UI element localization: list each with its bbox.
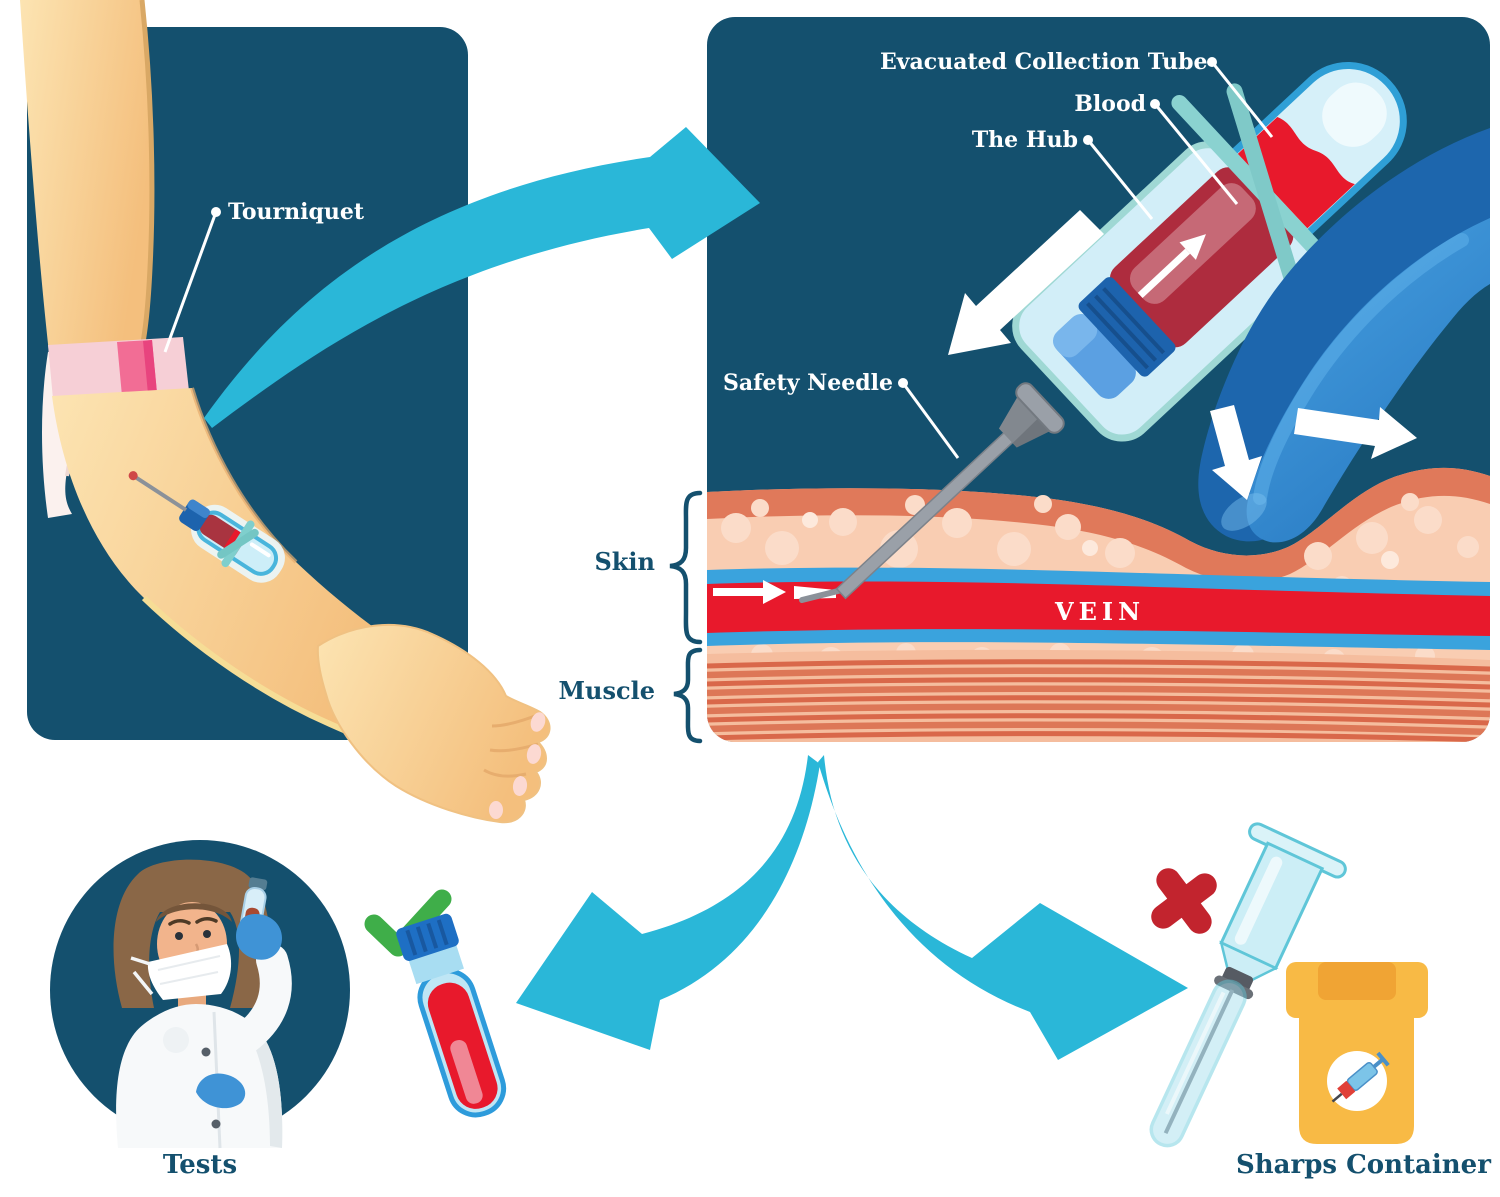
coat-shadow: [240, 1022, 283, 1148]
muscle-label: Muscle: [558, 676, 655, 705]
arm-crease: [138, 0, 155, 353]
tube-shine: [249, 542, 271, 558]
nurse-illustration: [113, 859, 292, 1149]
safety-needle-label: Safety Needle: [722, 370, 893, 396]
layer-braces: [669, 490, 703, 744]
tourniquet-band-stripe: [143, 340, 157, 394]
checkmark-icon: [364, 889, 452, 957]
flow-arrow-to-closeup-icon: [204, 127, 760, 428]
needle-collar: [1221, 966, 1254, 992]
stopper-dark: [1078, 277, 1176, 377]
blood-sample-tube: [396, 913, 507, 1118]
tests-group: [50, 840, 507, 1149]
skin-brace: [669, 490, 703, 645]
nurse-mask: [130, 944, 232, 1000]
arm-panel: [20, 0, 551, 824]
muscle-brace: [673, 647, 703, 744]
needle-collar-flange: [1214, 975, 1254, 1000]
nurse-eyes: [168, 917, 218, 940]
hand: [316, 624, 551, 824]
vein: [707, 567, 1490, 650]
vein-blood: [707, 581, 1490, 636]
hub-label: The Hub: [971, 127, 1078, 153]
insert-direction-arrow-icon: [948, 210, 1104, 355]
blood-label: Blood: [1074, 91, 1146, 117]
fat-cells-light: [802, 512, 1399, 569]
leader-lines: [163, 61, 1274, 459]
gloved-hand: [1198, 128, 1490, 543]
upper-arm: [20, 0, 152, 362]
used-needle: [1149, 822, 1347, 1148]
nurse-raised-arm: [230, 944, 292, 1054]
sample-cap: [396, 913, 459, 961]
sharps-group: [1149, 822, 1428, 1148]
glove-highlight: [1253, 233, 1469, 505]
leader-dots: [211, 57, 1217, 388]
nurse-bangs: [156, 903, 232, 922]
needle-cover: [1149, 979, 1247, 1148]
sharps-container-label: Sharps Container: [1236, 1150, 1491, 1180]
closeup-panel: VEIN: [707, 17, 1490, 742]
evacuated-tube-highlight: [1322, 82, 1387, 147]
holder-flange-2: [1226, 83, 1307, 310]
sample-highlight: [450, 1039, 483, 1104]
needle-entry-dot: [128, 471, 138, 481]
arm-needle-tube: [128, 471, 285, 583]
tests-label: Tests: [162, 1150, 238, 1180]
used-needle-shaft: [1163, 989, 1235, 1135]
arm-needle: [134, 475, 188, 512]
closeup-content: VEIN: [707, 61, 1490, 742]
epidermis-layer: [707, 467, 1490, 583]
vein-text: VEIN: [1054, 597, 1145, 626]
container-lid-recess: [1318, 962, 1396, 1000]
nurse-glove-left: [196, 1073, 246, 1109]
muscle-layer: [707, 649, 1490, 742]
glove-front: [1246, 218, 1490, 543]
barrel-shine: [1234, 856, 1283, 945]
syringe-icon: [1331, 1051, 1390, 1103]
coat-badge: [163, 1027, 189, 1053]
sample-band: [407, 941, 464, 985]
stopper-sheen: [1052, 313, 1098, 358]
cover-shine: [1165, 991, 1226, 1115]
blood-flow-arrow-icon: [1137, 234, 1206, 299]
fingernails: [489, 712, 546, 819]
cross-icon: [1151, 868, 1217, 934]
skin-label: Skin: [594, 547, 655, 576]
pull-back-arrow-icon: [1294, 407, 1417, 459]
nurse-hair: [113, 859, 270, 1008]
evacuated-tube-label: Evacuated Collection Tube: [880, 49, 1208, 75]
sharps-container: [1286, 962, 1428, 1144]
tourniquet-label: Tourniquet: [228, 199, 364, 225]
tube-flange-2: [217, 528, 259, 559]
evacuated-tube-blood: [1237, 116, 1355, 229]
glove-fingertip-sheen: [1221, 493, 1267, 531]
flow-arrow-to-sharps-icon: [818, 755, 1188, 1060]
tube-cap-sheen: [187, 499, 210, 518]
press-down-arrow-icon: [1210, 405, 1262, 500]
nurse-glove-right: [236, 914, 282, 960]
flow-arrow-to-tests-icon: [516, 755, 820, 1050]
needle-hub-disc: [1015, 382, 1065, 434]
